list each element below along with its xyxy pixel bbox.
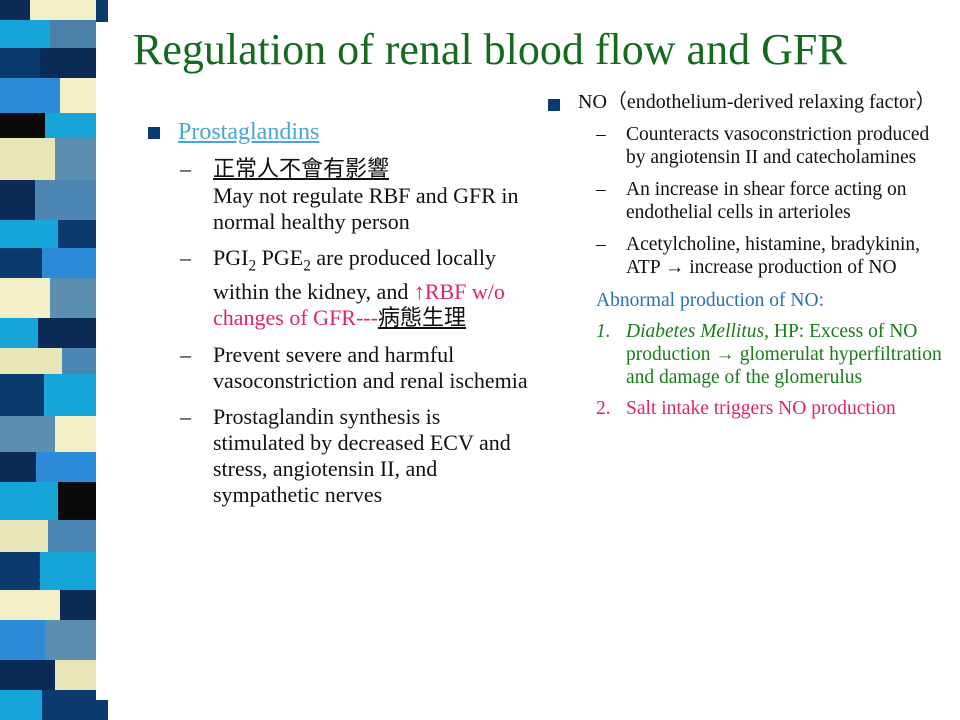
left-item-1: – 正常人不會有影響 May not regulate RBF and GFR … [148,156,528,235]
right-item-1: – Counteracts vasoconstriction produced … [548,123,943,169]
dash-marker: – [596,179,606,200]
numbered-item-1: 1. Diabetes Mellitus, HP: Excess of NO p… [548,320,943,389]
left-item-3: – Prevent severe and harmful vasoconstri… [148,342,528,394]
numbered-item-2: 2. Salt intake triggers NO production [548,397,943,420]
numbered-item-1-text: , HP: Excess of NO production → glomerul… [626,321,942,388]
pgi-label: PGI [213,245,249,270]
numbered-item-2-text: Salt intake triggers NO production [626,398,896,419]
prostaglandins-link[interactable]: Prostaglandins [178,119,320,145]
chinese-note: 正常人不會有影響 [213,157,390,182]
right-item-3: – Acetylcholine, histamine, bradykinin, … [548,233,943,279]
dash-marker: – [596,234,606,255]
left-item-2-text: are produced locally within the kidney, … [213,245,496,305]
right-item-2-text: An increase in shear force acting on end… [626,179,907,223]
right-column: NO（endothelium-derived relaxing factor） … [548,90,943,420]
pgi-subscript: 2 [248,257,257,275]
diabetes-label: Diabetes Mellitus [626,321,765,342]
number-2: 2. [596,398,611,419]
dash-marker: – [180,404,191,430]
right-item-3-text: Acetylcholine, histamine, bradykinin, AT… [626,234,921,278]
number-1: 1. [596,321,611,342]
slide-title: Regulation of renal blood flow and GFR [133,25,847,74]
decorative-color-strip [0,0,108,720]
left-column: Prostaglandins – 正常人不會有影響 May not regula… [148,118,528,508]
chinese-pathophysiology: 病態生理 [377,306,466,332]
prostaglandins-heading: Prostaglandins [148,118,528,146]
pge-subscript: 2 [303,257,311,275]
left-item-4: – Prostaglandin synthesis is stimulated … [148,404,528,508]
left-item-1-text: May not regulate RBF and GFR in normal h… [213,183,519,234]
dash-marker: – [180,342,191,368]
right-item-2: – An increase in shear force acting on e… [548,178,943,224]
left-item-3-text: Prevent severe and harmful vasoconstrict… [213,342,528,394]
left-item-4-text: Prostaglandin synthesis is stimulated by… [213,404,511,508]
no-heading: NO（endothelium-derived relaxing factor） [548,90,943,114]
dash-marker: – [180,156,191,181]
pge-label: PGE [261,245,304,270]
left-item-2: – PGI2 PGE2 are produced locally within … [148,245,528,332]
dash-marker: – [180,245,191,270]
rbf-highlight: ↑RBF w/o changes of GFR--- [213,279,505,331]
right-item-1-text: Counteracts vasoconstriction produced by… [626,124,930,168]
dash-marker: – [596,124,606,145]
abnormal-heading: Abnormal production of NO: [596,290,825,311]
